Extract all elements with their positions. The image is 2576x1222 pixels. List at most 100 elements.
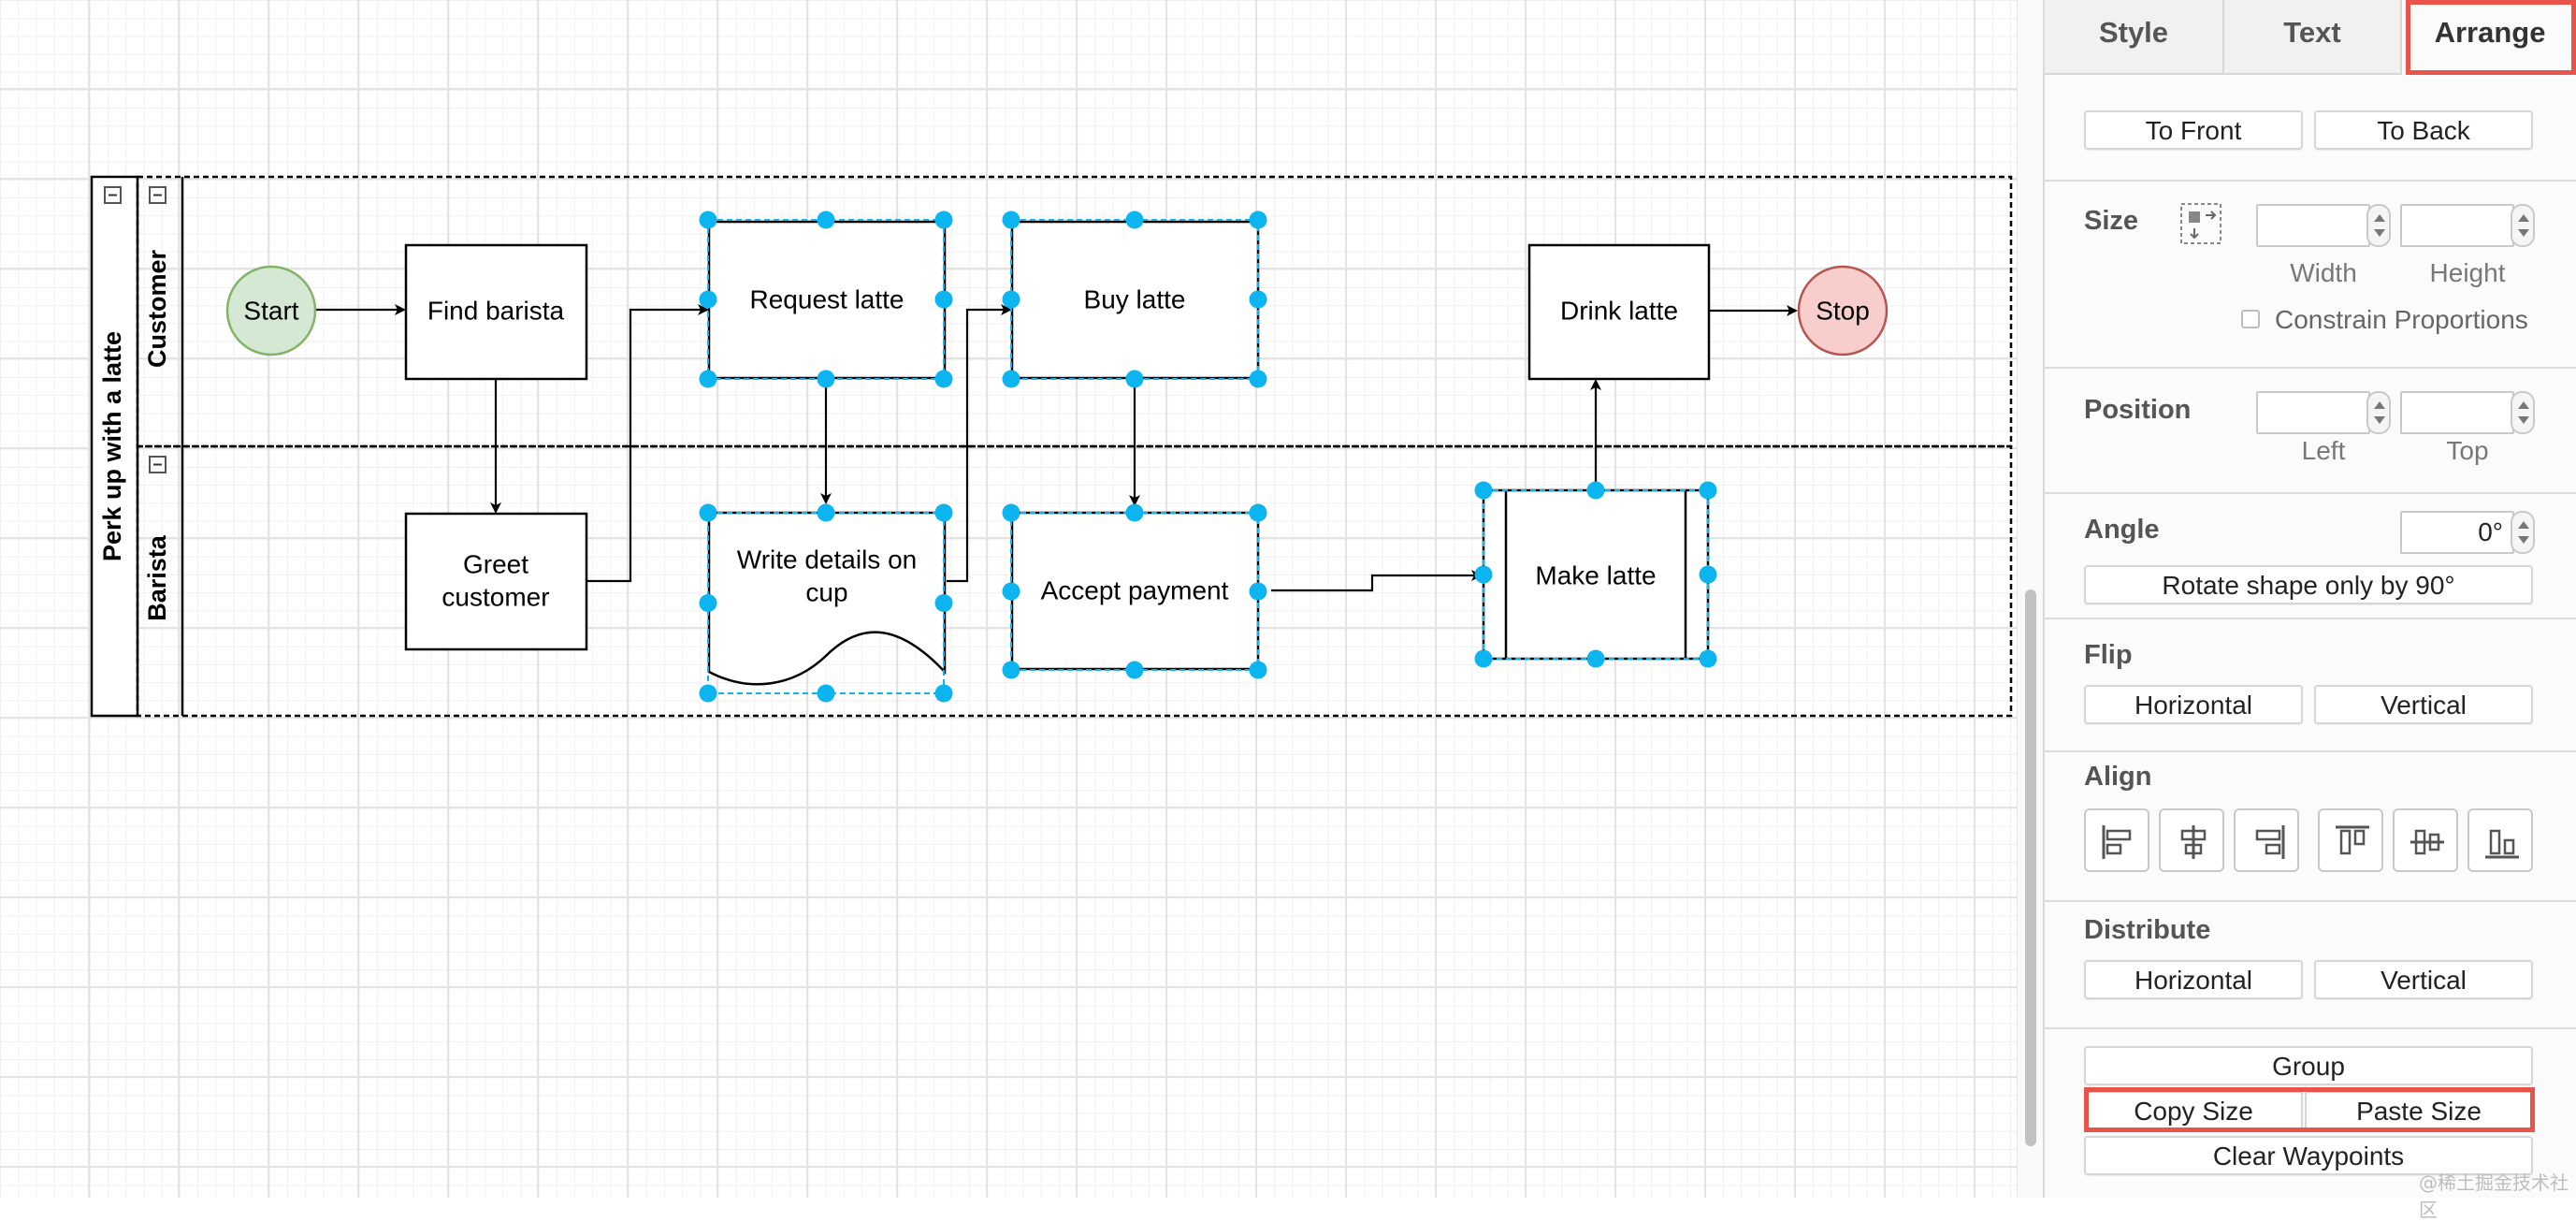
angle-stepper[interactable]	[2511, 511, 2535, 554]
resize-handle[interactable]	[1474, 649, 1493, 668]
edge-accept-make[interactable]	[1271, 570, 1483, 592]
node-drink-latte[interactable]: Drink latte	[1527, 243, 1711, 381]
width-caption: Width	[2290, 258, 2357, 287]
diagram-svg[interactable]: Perk up with a latte Customer Barista	[0, 0, 2017, 1198]
resize-handle[interactable]	[1002, 503, 1020, 522]
resize-handle[interactable]	[1249, 661, 1267, 679]
rotate-90-button[interactable]: Rotate shape only by 90°	[2084, 565, 2533, 604]
align-left-button[interactable]	[2084, 808, 2149, 872]
node-request-latte-label: Request latte	[750, 285, 904, 314]
resize-handle[interactable]	[1249, 370, 1267, 388]
resize-handle[interactable]	[1249, 211, 1267, 229]
top-input[interactable]	[2400, 391, 2514, 434]
resize-handle[interactable]	[699, 594, 717, 612]
node-buy-latte[interactable]: Buy latte	[1010, 220, 1260, 380]
resize-handle[interactable]	[1002, 661, 1020, 679]
resize-handle[interactable]	[1002, 290, 1020, 309]
resize-handle[interactable]	[699, 211, 717, 229]
resize-handle[interactable]	[934, 594, 953, 612]
flip-horizontal-button[interactable]: Horizontal	[2084, 685, 2303, 724]
node-write-details[interactable]: Write details on cup	[707, 511, 947, 686]
resize-handle[interactable]	[1474, 565, 1493, 584]
pool-perk-up-with-a-latte[interactable]: Perk up with a latte	[90, 175, 139, 718]
resize-handle[interactable]	[1125, 211, 1144, 229]
node-greet-customer[interactable]: Greet customer	[404, 512, 588, 651]
align-bottom-button[interactable]	[2467, 808, 2533, 872]
scrollbar-thumb[interactable]	[2025, 589, 2036, 1146]
node-start[interactable]: Start	[225, 265, 317, 356]
resize-handle[interactable]	[934, 503, 953, 522]
node-request-latte[interactable]: Request latte	[707, 220, 947, 380]
copy-size-button[interactable]: Copy Size	[2084, 1091, 2303, 1130]
resize-handle[interactable]	[699, 370, 717, 388]
resize-handle[interactable]	[1125, 503, 1144, 522]
width-stepper[interactable]	[2366, 204, 2391, 247]
node-make-latte[interactable]: Make latte	[1482, 488, 1710, 661]
constrain-proportions-checkbox[interactable]	[2241, 310, 2260, 328]
resize-handle[interactable]	[699, 684, 717, 703]
resize-handle[interactable]	[1249, 503, 1267, 522]
to-front-button[interactable]: To Front	[2084, 110, 2303, 150]
flip-vertical-button[interactable]: Vertical	[2314, 685, 2533, 724]
tab-text[interactable]: Text	[2224, 0, 2402, 75]
resize-handle[interactable]	[934, 684, 953, 703]
to-back-button[interactable]: To Back	[2314, 110, 2533, 150]
resize-handle[interactable]	[934, 370, 953, 388]
resize-handle[interactable]	[1699, 481, 1717, 500]
resize-handle[interactable]	[1699, 565, 1717, 584]
distribute-horizontal-button[interactable]: Horizontal	[2084, 960, 2303, 999]
align-middle-button[interactable]	[2393, 808, 2458, 872]
width-input[interactable]	[2256, 204, 2370, 247]
resize-handle[interactable]	[817, 684, 835, 703]
top-caption: Top	[2446, 436, 2489, 465]
resize-handle[interactable]	[1699, 649, 1717, 668]
align-right-button[interactable]	[2234, 808, 2299, 872]
resize-handle[interactable]	[817, 503, 835, 522]
autosize-icon[interactable]	[2179, 202, 2222, 245]
selection-handles[interactable]	[699, 211, 1717, 703]
align-center-button[interactable]	[2159, 808, 2224, 872]
height-input[interactable]	[2400, 204, 2514, 247]
resize-handle[interactable]	[934, 290, 953, 309]
resize-handle[interactable]	[817, 370, 835, 388]
node-accept-payment[interactable]: Accept payment	[1010, 511, 1260, 671]
distribute-vertical-button[interactable]: Vertical	[2314, 960, 2533, 999]
resize-handle[interactable]	[1002, 582, 1020, 601]
resize-handle[interactable]	[1586, 481, 1605, 500]
node-find-barista[interactable]: Find barista	[404, 243, 588, 381]
resize-handle[interactable]	[1586, 649, 1605, 668]
resize-handle[interactable]	[1249, 290, 1267, 309]
angle-input[interactable]: 0°	[2400, 511, 2514, 554]
resize-handle[interactable]	[1125, 370, 1144, 388]
resize-handle[interactable]	[1249, 582, 1267, 601]
height-stepper[interactable]	[2511, 204, 2535, 247]
resize-handle[interactable]	[1125, 661, 1144, 679]
resize-handle[interactable]	[1002, 211, 1020, 229]
tab-arrange[interactable]: Arrange	[2406, 0, 2576, 75]
left-stepper[interactable]	[2366, 391, 2391, 434]
resize-handle[interactable]	[699, 290, 717, 309]
resize-handle[interactable]	[699, 503, 717, 522]
edge-write-buy[interactable]	[947, 304, 1012, 583]
edge-greet-request[interactable]	[586, 304, 709, 583]
resize-handle[interactable]	[934, 211, 953, 229]
canvas-vertical-scrollbar[interactable]	[2017, 0, 2044, 1198]
group-button[interactable]: Group	[2084, 1046, 2533, 1085]
left-input[interactable]	[2256, 391, 2370, 434]
top-stepper[interactable]	[2511, 391, 2535, 434]
edges	[316, 304, 1798, 592]
clear-waypoints-button[interactable]: Clear Waypoints	[2084, 1136, 2533, 1175]
diagram-canvas[interactable]: Perk up with a latte Customer Barista	[0, 0, 2017, 1198]
node-stop[interactable]: Stop	[1797, 265, 1889, 356]
section-position: Position Left Top	[2045, 367, 2576, 494]
resize-handle[interactable]	[1474, 481, 1493, 500]
resize-handle[interactable]	[817, 211, 835, 229]
resize-handle[interactable]	[1002, 370, 1020, 388]
paste-size-button[interactable]: Paste Size	[2305, 1091, 2533, 1130]
align-top-button[interactable]	[2318, 808, 2383, 872]
node-greet-customer-label-1: Greet	[463, 550, 528, 579]
lane-barista[interactable]: Barista	[136, 444, 2013, 718]
tab-style[interactable]: Style	[2045, 0, 2224, 75]
panel-divider[interactable]	[2043, 0, 2045, 1198]
align-middle-icon	[2410, 829, 2444, 855]
